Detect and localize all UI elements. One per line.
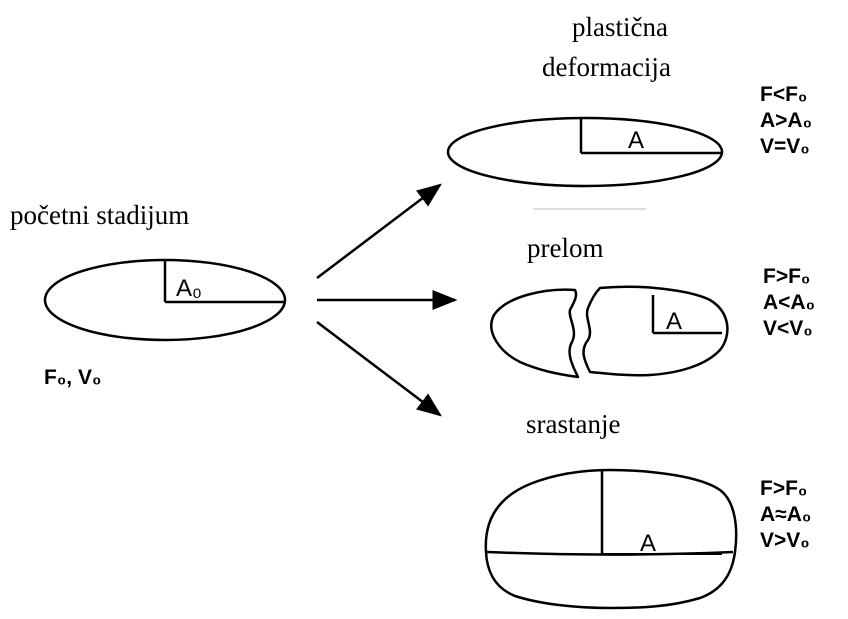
- fracture-title: prelom: [527, 233, 604, 263]
- deformation-radius-label: A: [628, 127, 644, 154]
- deformation-ellipse: A: [446, 116, 724, 188]
- initial-ellipse: A₀: [43, 258, 287, 342]
- deformation-conditions: F<F₀ A>A₀ V=V₀: [760, 82, 812, 160]
- condition-area: A>A₀: [760, 109, 813, 132]
- condition-force: F>F₀: [763, 265, 811, 288]
- condition-volume: V<V₀: [763, 317, 813, 340]
- fusion-ellipse: A: [484, 468, 738, 610]
- arrow-to-fusion: [316, 321, 442, 417]
- arrow-to-deformation: [316, 183, 442, 279]
- condition-area: A<A₀: [763, 291, 816, 314]
- condition-volume: V=V₀: [760, 135, 810, 158]
- fracture-right-piece: [582, 285, 729, 377]
- deformation-title-line2: deformacija: [542, 52, 671, 82]
- initial-title: početni stadijum: [10, 200, 190, 230]
- fusion-radius-label: A: [640, 530, 656, 557]
- fusion-conditions: F>F₀ A≈A₀ V>V₀: [760, 476, 811, 554]
- condition-volume: V>V₀: [760, 529, 810, 552]
- deformation-title-line1: plastična: [572, 12, 668, 42]
- condition-force: F>F₀: [760, 477, 808, 500]
- fusion-title: srastanje: [526, 409, 621, 439]
- initial-values: F₀, V₀: [44, 366, 102, 389]
- condition-force: F<F₀: [760, 83, 808, 106]
- initial-radius-label: A₀: [176, 275, 202, 302]
- fracture-radius-label: A: [666, 308, 682, 335]
- condition-area: A≈A₀: [760, 503, 812, 526]
- fracture-left-piece: [490, 288, 580, 379]
- fracture-conditions: F>F₀ A<A₀ V<V₀: [763, 264, 815, 342]
